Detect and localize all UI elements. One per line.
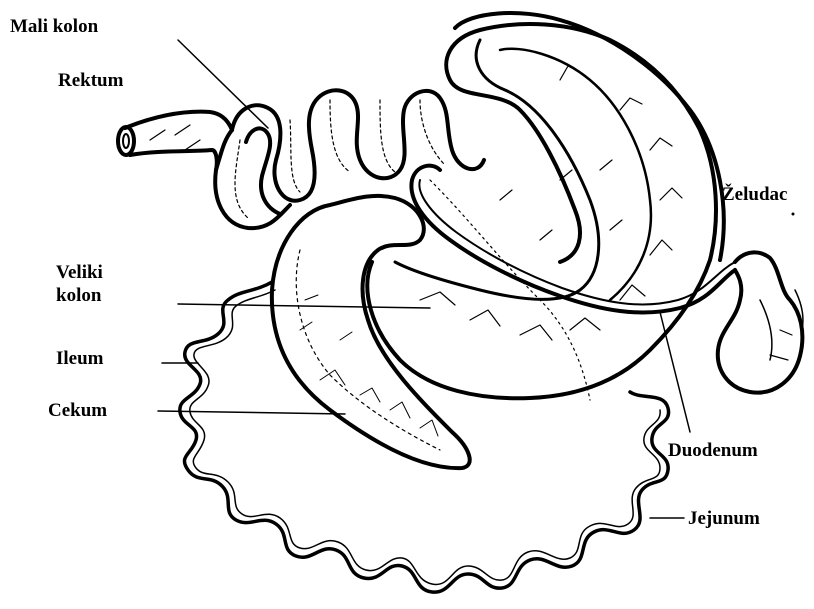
cecum-veins xyxy=(300,295,438,436)
label-mali-kolon: Mali kolon xyxy=(10,16,98,38)
label-rektum: Rektum xyxy=(58,70,123,92)
leader-cekum xyxy=(158,411,345,414)
jejunum-ileum-inner xyxy=(190,290,660,584)
duodenum xyxy=(411,166,735,313)
label-zeludac: Želudac xyxy=(722,184,787,206)
label-cekum: Cekum xyxy=(48,400,107,422)
rectum-opening xyxy=(118,127,134,155)
label-jejunum: Jejunum xyxy=(688,508,760,530)
cecum xyxy=(272,196,470,468)
jejunum-ileum-loop xyxy=(180,282,669,592)
leader-veliki-kolon xyxy=(178,304,430,308)
large-colon-inner-fold-2 xyxy=(500,49,651,300)
large-colon-inner-fold xyxy=(395,40,599,299)
large-colon-outer xyxy=(455,13,724,260)
stomach-inner xyxy=(760,290,803,360)
leader-duodenum xyxy=(660,312,690,432)
rectum xyxy=(125,112,232,170)
label-ileum: Ileum xyxy=(56,348,104,370)
label-duodenum: Duodenum xyxy=(668,440,758,462)
label-veliki-kolon-line1: Veliki xyxy=(56,262,103,284)
label-veliki-kolon-line2: kolon xyxy=(56,285,101,307)
